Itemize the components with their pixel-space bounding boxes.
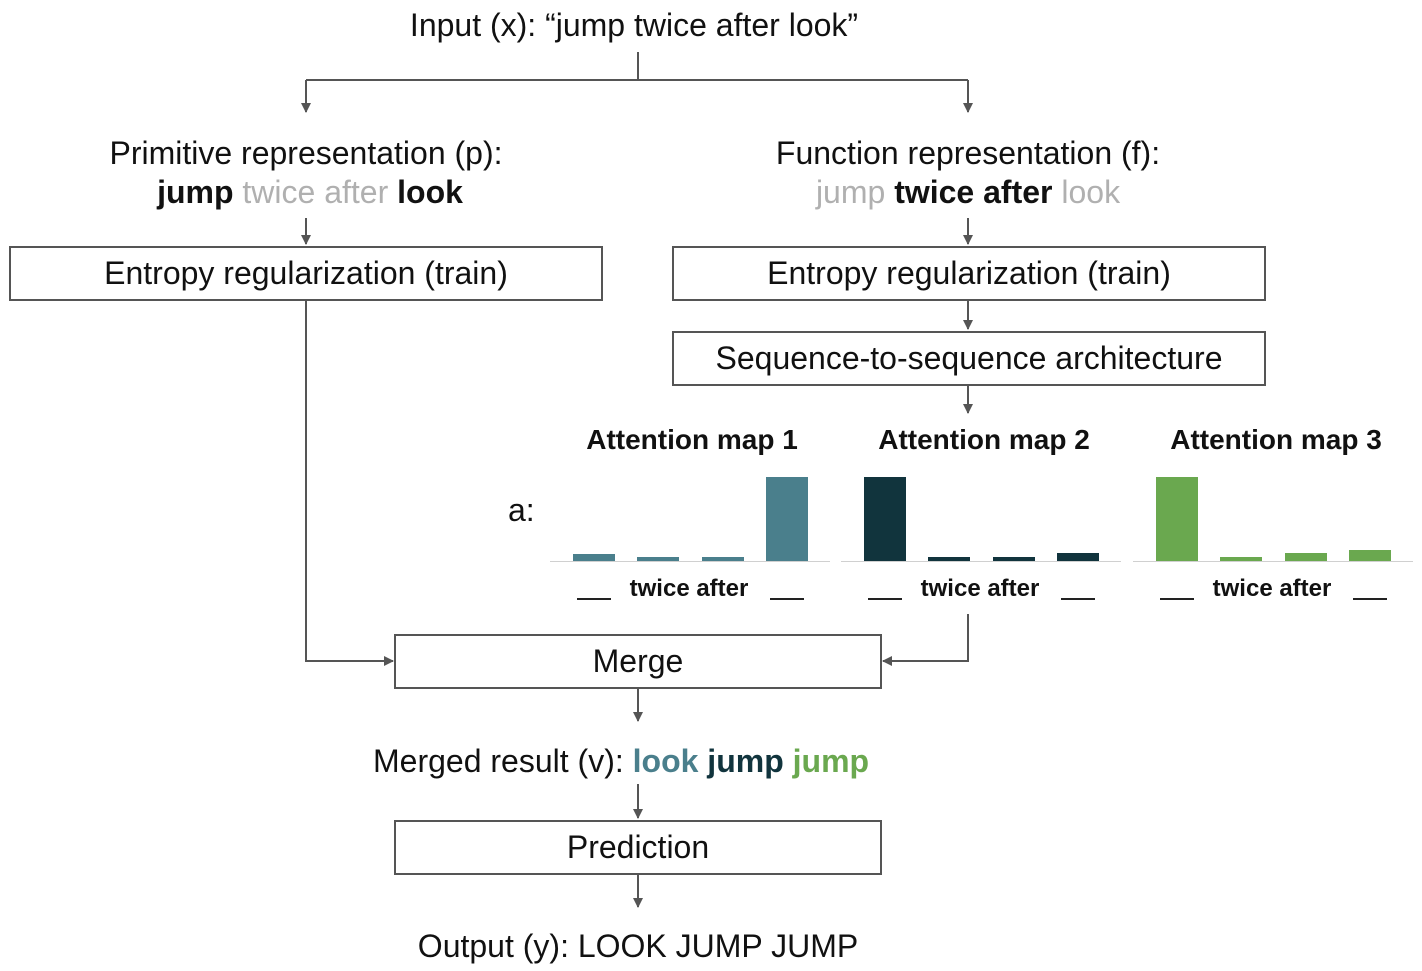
primitive-token: after: [324, 174, 389, 210]
input-label: Input (x): “jump twice after look”: [410, 9, 858, 41]
attention-map-3-blank: [1353, 598, 1387, 600]
primitive-tokens: jump twice after look: [157, 176, 463, 208]
merge-box: Merge: [394, 634, 882, 689]
prediction-box: Prediction: [394, 820, 882, 875]
attention-map-1-blank: [577, 598, 611, 600]
attention-map-1-baseline: [550, 561, 830, 562]
function-token: twice: [894, 174, 975, 210]
attention-map-2-baseline: [841, 561, 1121, 562]
merged-token: jump: [707, 743, 784, 779]
attention-map-3-bar: [1349, 550, 1391, 561]
output-label: Output (y): LOOK JUMP JUMP: [417, 928, 859, 964]
attention-map-2-bar: [928, 556, 970, 561]
attention-map-3-title: Attention map 3: [1170, 424, 1382, 455]
function-token: jump: [815, 174, 886, 210]
primitive-token: twice: [242, 174, 316, 210]
attention-map-3-bar: [1285, 552, 1327, 561]
primitive-label: Primitive representation (p):: [109, 135, 503, 171]
attention-map-3-xlabels: twice after: [1212, 575, 1332, 602]
function-tokens: jump twice after look: [816, 176, 1120, 208]
arrow-attention-to-merge: [882, 614, 969, 666]
attention-map-2-title: Attention map 2: [878, 424, 1090, 455]
arrow-left-to-merge: [305, 300, 394, 666]
attention-map-1-bar: [702, 556, 744, 561]
function-token: after: [983, 174, 1053, 210]
attention-map-1-bar: [637, 556, 679, 561]
primitive-token: jump: [157, 174, 234, 210]
attention-map-2-blank: [1061, 598, 1095, 600]
attention-map-2-xlabels: twice after: [920, 575, 1040, 602]
attention-map-3-baseline: [1133, 561, 1413, 562]
attention-map-3-bar: [1220, 556, 1262, 561]
function-label: Function representation (f):: [775, 135, 1161, 171]
input-text: jump twice after look: [555, 7, 848, 43]
seq2seq-architecture-box: Sequence-to-sequence architecture: [672, 331, 1266, 386]
attention-map-3-blank: [1160, 598, 1194, 600]
attention-label: a:: [508, 492, 535, 528]
attention-map-2-bar: [864, 477, 906, 561]
attention-map-1-bar: [573, 554, 615, 561]
attention-map-2-blank: [868, 598, 902, 600]
input-suffix: ”: [847, 7, 859, 43]
merged-result-label: Merged result (v):: [373, 743, 624, 779]
entropy-regularization-right-box: Entropy regularization (train): [672, 246, 1266, 301]
attention-map-1-title: Attention map 1: [586, 424, 798, 455]
input-prefix: Input (x): “: [409, 7, 556, 43]
attention-map-3-bar: [1156, 477, 1198, 561]
merged-token: jump: [792, 743, 870, 779]
attention-map-2-bar: [1057, 552, 1099, 561]
merged-token: look: [632, 743, 699, 779]
entropy-regularization-left-box: Entropy regularization (train): [9, 246, 603, 301]
attention-map-1-blank: [770, 598, 804, 600]
attention-map-2-bar: [993, 556, 1035, 561]
attention-map-1-bar: [766, 477, 808, 561]
function-token: look: [1061, 174, 1121, 210]
primitive-token: look: [397, 174, 463, 210]
attention-map-1-xlabels: twice after: [629, 575, 749, 602]
merged-result: Merged result (v): look jump jump: [373, 745, 869, 777]
